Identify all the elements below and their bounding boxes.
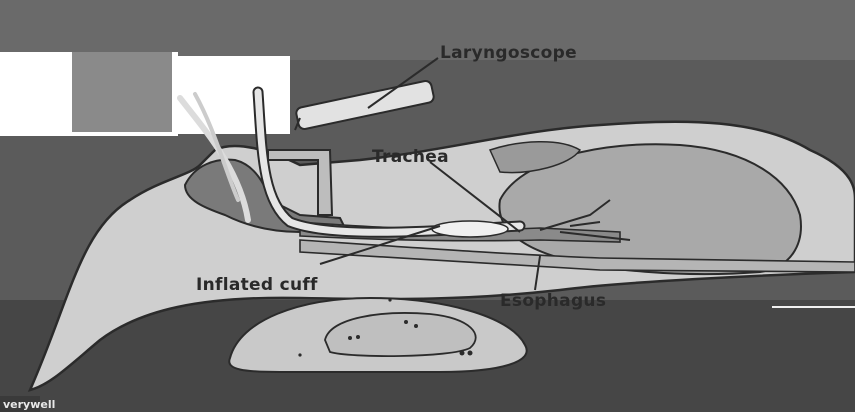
label-trachea: Trachea	[372, 147, 449, 167]
top-band	[0, 0, 855, 60]
label-inflated-cuff: Inflated cuff	[196, 275, 318, 295]
gray-patch	[72, 52, 172, 132]
inflated-cuff	[432, 221, 508, 237]
brand-text: verywell	[3, 398, 55, 411]
label-laryngoscope: Laryngoscope	[440, 43, 577, 63]
label-esophagus: Esophagus	[500, 291, 606, 311]
white-box-right	[176, 56, 290, 134]
